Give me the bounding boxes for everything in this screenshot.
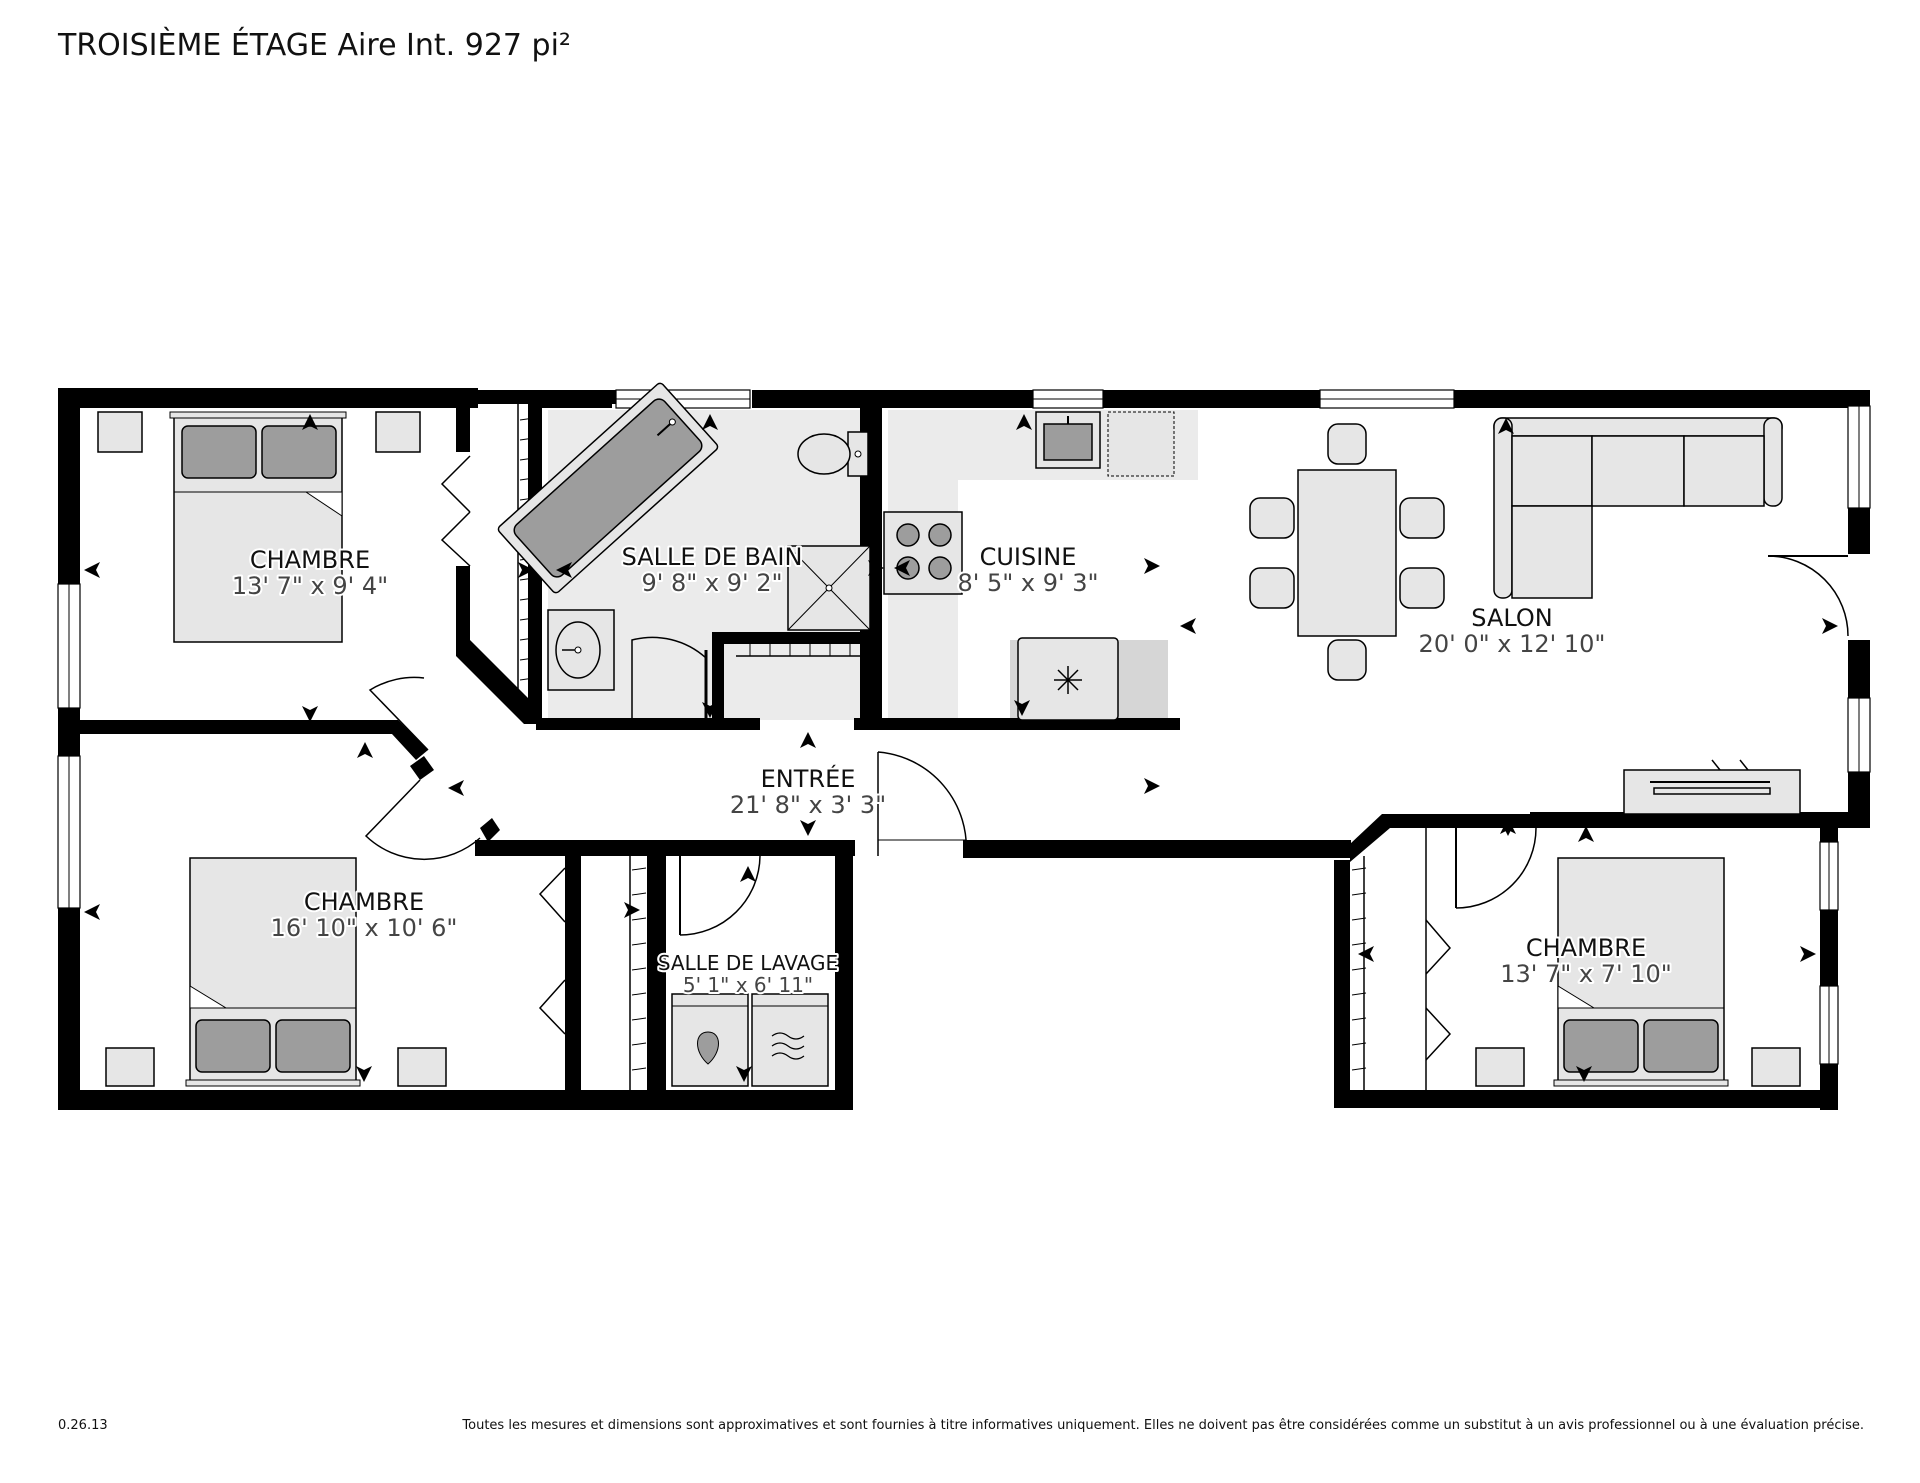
- nightstand: [1475, 1047, 1525, 1087]
- room-label-chambre-1: CHAMBRE: [250, 546, 370, 574]
- room-dims-salon: 20' 0" x 12' 10": [1419, 630, 1606, 658]
- walls: [58, 388, 1870, 1110]
- room-dims-salle-de-bain: 9' 8" x 9' 2": [641, 569, 782, 597]
- dryer: [751, 993, 829, 1087]
- page-title: TROISIÈME ÉTAGE Aire Int. 927 pi²: [58, 28, 571, 63]
- closet-hanger-rod: [517, 404, 535, 710]
- stove: [883, 511, 963, 595]
- room-label-salle-de-bain: SALLE DE BAIN: [622, 543, 803, 571]
- version-label: 0.26.13: [58, 1418, 108, 1433]
- kitchen-sink: [1035, 411, 1101, 469]
- dining-set: [1249, 423, 1445, 681]
- room-dims-salle-de-lavage: 5' 1" x 6' 11": [683, 973, 813, 997]
- windows: [57, 389, 1871, 1065]
- bed-bottom-left: [185, 857, 361, 1087]
- nightstand: [375, 411, 421, 453]
- room-label-salon: SALON: [1471, 604, 1552, 632]
- room-dims-chambre-3: 13' 7" x 7' 10": [1500, 960, 1672, 988]
- sectional-sofa: [1493, 417, 1783, 599]
- bed-bottom-right: [1553, 857, 1729, 1087]
- room-label-cuisine: CUISINE: [980, 543, 1077, 571]
- toilet: [797, 431, 869, 477]
- room-label-entree: ENTRÉE: [761, 764, 856, 793]
- nightstand: [97, 411, 143, 453]
- room-label-salle-de-lavage: SALLE DE LAVAGE: [658, 951, 838, 975]
- bathtub: [497, 382, 719, 594]
- room-label-chambre-3: CHAMBRE: [1526, 934, 1646, 962]
- dishwasher: [1107, 411, 1175, 477]
- direction-markers: [84, 414, 1838, 1082]
- room-label-chambre-2: CHAMBRE: [304, 888, 424, 916]
- nightstand: [397, 1047, 447, 1087]
- nightstand: [1751, 1047, 1801, 1087]
- closets: [440, 404, 1452, 1090]
- room-dims-entree: 21' 8" x 3' 3": [730, 791, 886, 819]
- room-dims-cuisine: 8' 5" x 9' 3": [957, 569, 1098, 597]
- bed-top-left: [169, 411, 347, 643]
- nightstand: [105, 1047, 155, 1087]
- room-labels: CHAMBRE 13' 7" x 9' 4" CHAMBRE 16' 10" x…: [230, 541, 1674, 999]
- disclaimer-text: Toutes les mesures et dimensions sont ap…: [462, 1418, 1864, 1433]
- washer: [671, 993, 749, 1087]
- tv-console: [1623, 759, 1801, 815]
- refrigerator: [1017, 637, 1119, 721]
- sink-bathroom: [547, 609, 615, 691]
- shower: [787, 545, 871, 631]
- room-dims-chambre-2: 16' 10" x 10' 6": [271, 914, 458, 942]
- room-dims-chambre-1: 13' 7" x 9' 4": [232, 572, 388, 600]
